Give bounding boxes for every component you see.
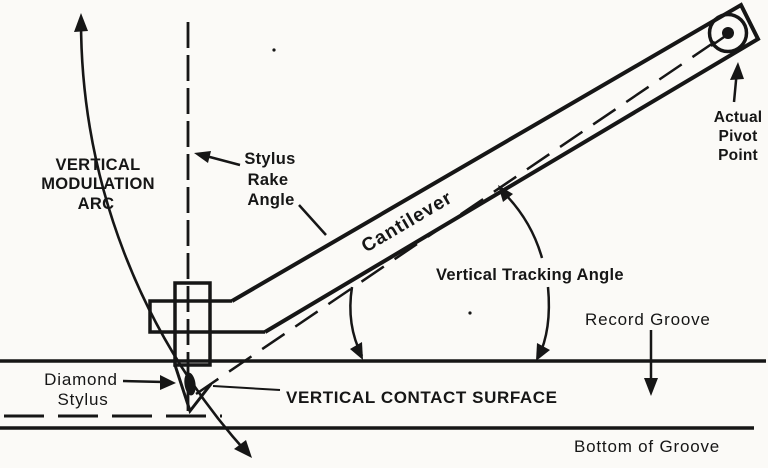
diamond-stylus-shape — [184, 372, 196, 396]
actual-pivot-point-label-line3: Point — [718, 147, 758, 164]
vertical-modulation-arc-label-line1: VERTICAL — [56, 156, 141, 174]
rake-angle-arrow-line — [205, 154, 241, 167]
vertical-tracking-angle-label: Vertical Tracking Angle — [436, 266, 624, 284]
contact-surface-leader-line — [212, 385, 281, 391]
record-groove-label: Record Groove — [585, 310, 711, 329]
diamond-stylus-arrow-line — [122, 379, 165, 384]
record-groove-arrowhead — [644, 378, 658, 396]
diamond-stylus-label-line2: Stylus — [57, 390, 108, 409]
diamond-stylus-label-line1: Diamond — [44, 370, 118, 389]
modulation-arc-curve — [79, 19, 249, 455]
tracking-angle-top-arrowhead — [498, 185, 513, 202]
modulation-arc-top-arrowhead — [74, 13, 88, 32]
bottom-of-groove-label: Bottom of Groove — [574, 437, 720, 456]
tracking-angle-arc-upper — [500, 189, 544, 259]
vertical-modulation-arc-label-line3: ARC — [78, 195, 115, 213]
cantilever-angle-arrowhead — [350, 342, 363, 360]
stylus-rake-angle-label-line3: Angle — [247, 191, 294, 209]
rake-angle-arrowhead — [194, 151, 211, 163]
actual-pivot-point-label-line1: Actual — [714, 109, 763, 126]
pivot-circle — [707, 12, 749, 54]
rake-angle-leader-line — [298, 204, 327, 236]
vertical-modulation-arc-label-line2: MODULATION — [41, 175, 155, 193]
print-dot — [468, 311, 472, 315]
cartridge-block — [148, 299, 265, 334]
stylus-to-pivot-dashed-line — [195, 35, 723, 396]
pivot-dot-tail — [710, 35, 725, 48]
pivot-dot — [722, 27, 734, 39]
stylus-rake-angle-label-line1: Stylus — [244, 150, 295, 168]
tracking-angle-bottom-arrowhead — [536, 343, 550, 361]
cantilever-beam — [230, 2, 761, 334]
pivot-label-arrowhead — [730, 62, 744, 80]
diamond-stylus-arrowhead — [160, 375, 176, 390]
stylus-shank — [173, 281, 212, 367]
stylus-rake-angle-label-line2: Rake — [248, 171, 289, 189]
vertical-contact-surface-label: VERTICAL CONTACT SURFACE — [286, 388, 558, 407]
modulation-arc-bottom-arrowhead — [234, 440, 252, 458]
stylus-tip-outline — [173, 364, 213, 415]
actual-pivot-point-label-line2: Pivot — [719, 128, 758, 145]
print-dot — [272, 48, 276, 52]
